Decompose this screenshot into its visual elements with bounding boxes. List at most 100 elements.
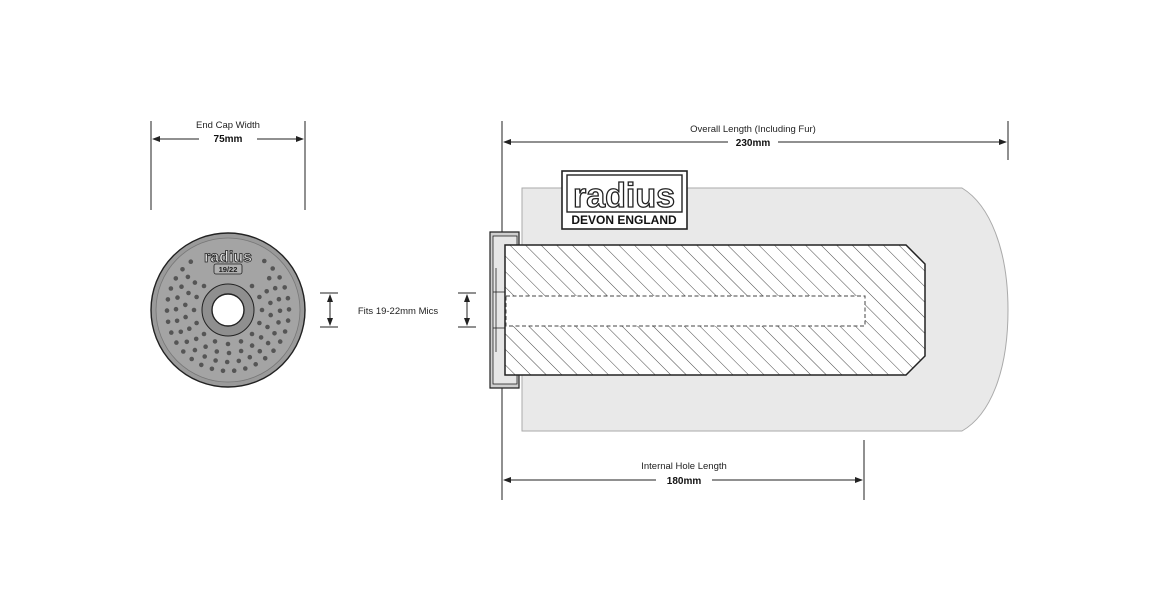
ventilation-hole xyxy=(194,294,199,300)
end-cap-size-text: 19/22 xyxy=(219,265,238,274)
ventilation-hole xyxy=(191,307,197,313)
ventilation-hole xyxy=(277,275,282,280)
mic-fit-dimension: Fits 19-22mm Mics xyxy=(320,292,476,328)
ventilation-hole xyxy=(193,336,199,342)
ventilation-hole xyxy=(265,324,270,330)
end-cap-width-label: End Cap Width xyxy=(196,120,260,131)
ventilation-hole xyxy=(192,280,198,285)
ventilation-hole xyxy=(212,339,218,344)
ventilation-hole xyxy=(276,296,282,302)
ventilation-hole xyxy=(277,339,283,344)
ventilation-hole xyxy=(184,339,190,345)
ventilation-hole xyxy=(173,306,179,312)
ventilation-hole xyxy=(272,331,277,336)
ventilation-hole xyxy=(249,283,255,289)
internal-hole-label: Internal Hole Length xyxy=(641,461,727,472)
ventilation-hole xyxy=(186,290,191,296)
ventilation-hole xyxy=(231,368,237,374)
ventilation-hole xyxy=(238,339,244,344)
ventilation-hole xyxy=(271,348,276,354)
ventilation-hole xyxy=(201,283,207,289)
ventilation-hole xyxy=(262,258,267,264)
ventilation-hole xyxy=(175,295,180,300)
brand-logo: radius DEVON ENGLAND xyxy=(561,170,688,230)
ventilation-hole xyxy=(257,320,262,326)
ventilation-hole xyxy=(183,314,188,320)
ventilation-hole xyxy=(253,362,258,367)
brand-logo-text: radius xyxy=(573,177,675,215)
ventilation-hole xyxy=(249,331,255,337)
ventilation-hole xyxy=(189,356,194,362)
ventilation-hole xyxy=(266,275,272,281)
ventilation-hole xyxy=(262,356,268,361)
ventilation-hole xyxy=(165,319,171,325)
ventilation-hole xyxy=(257,294,262,300)
ventilation-hole xyxy=(225,341,231,347)
internal-hole-value: 180mm xyxy=(667,476,702,487)
ventilation-hole xyxy=(272,285,278,291)
ventilation-hole xyxy=(168,286,174,291)
overall-length-label: Overall Length (Including Fur) xyxy=(690,124,816,135)
ventilation-hole xyxy=(282,329,288,334)
ventilation-hole xyxy=(164,308,170,313)
ventilation-hole xyxy=(194,320,199,326)
ventilation-hole xyxy=(187,326,192,332)
ventilation-hole xyxy=(178,329,184,335)
brand-tagline: DEVON ENGLAND xyxy=(571,213,677,227)
ventilation-hole xyxy=(202,354,207,359)
foam-core xyxy=(504,244,926,376)
ventilation-hole xyxy=(236,358,242,364)
ventilation-hole xyxy=(209,366,215,372)
ventilation-hole xyxy=(285,318,291,323)
end-cap-size-badge xyxy=(213,263,243,275)
ventilation-hole xyxy=(286,307,292,312)
ventilation-hole xyxy=(268,300,273,306)
ventilation-hole xyxy=(265,340,271,346)
ventilation-hole xyxy=(268,312,274,318)
mic-fit-label: Fits 19-22mm Mics xyxy=(358,306,438,317)
ventilation-hole xyxy=(220,368,226,374)
ventilation-hole xyxy=(224,359,230,365)
ventilation-hole xyxy=(214,349,220,354)
ventilation-hole xyxy=(180,267,185,272)
ventilation-hole xyxy=(285,295,291,301)
ventilation-hole xyxy=(277,308,283,314)
ventilation-hole xyxy=(243,366,248,371)
internal-hole-dimension: Internal Hole Length 180mm xyxy=(503,440,865,500)
ventilation-hole xyxy=(257,348,263,354)
ventilation-hole xyxy=(174,318,180,324)
overall-length-value: 230mm xyxy=(736,138,771,149)
ventilation-hole xyxy=(174,340,179,345)
ventilation-hole xyxy=(185,274,191,280)
internal-mic-hole xyxy=(505,295,866,327)
ventilation-hole xyxy=(276,320,281,325)
ventilation-hole xyxy=(199,362,204,368)
ventilation-hole xyxy=(181,349,186,354)
ventilation-hole xyxy=(282,285,288,290)
end-cap-logo: radius xyxy=(204,249,252,266)
ventilation-hole xyxy=(173,276,179,281)
ventilation-hole xyxy=(201,331,207,337)
ventilation-hole xyxy=(226,350,232,356)
ventilation-hole xyxy=(238,348,244,354)
ventilation-hole xyxy=(259,307,265,313)
ventilation-hole xyxy=(213,358,218,363)
ventilation-hole xyxy=(165,297,171,302)
ventilation-hole xyxy=(179,284,184,290)
ventilation-hole xyxy=(247,354,253,360)
ventilation-hole xyxy=(169,330,174,335)
end-cap-front-view: radius 19/22 xyxy=(150,232,306,388)
ventilation-hole xyxy=(270,266,276,271)
end-cap-width-dimension: End Cap Width 75mm xyxy=(150,120,306,210)
ventilation-hole xyxy=(203,344,208,350)
ventilation-hole xyxy=(249,343,255,348)
ventilation-hole xyxy=(183,302,188,308)
end-cap-width-value: 75mm xyxy=(214,134,243,145)
ventilation-hole xyxy=(264,289,270,294)
ventilation-hole xyxy=(192,347,198,353)
ventilation-hole xyxy=(188,259,194,265)
end-cap-ventilation-holes xyxy=(164,258,292,374)
ventilation-hole xyxy=(258,335,264,340)
